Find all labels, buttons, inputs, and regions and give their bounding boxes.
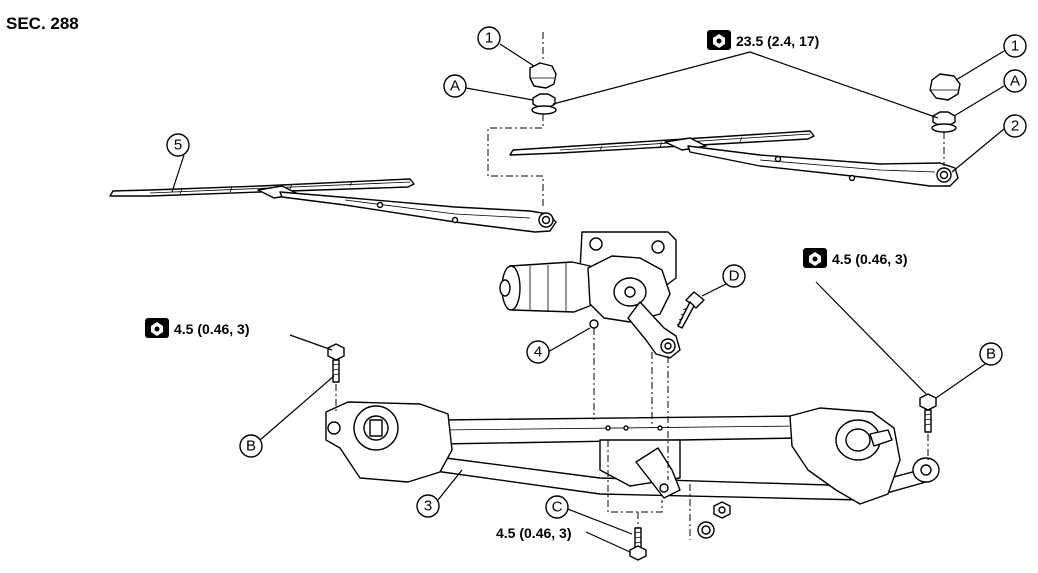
section-label: SEC. 288: [6, 14, 79, 33]
svg-text:A: A: [1010, 73, 1020, 90]
bolt-c: [629, 527, 647, 561]
pivot-cap-left: [529, 32, 557, 89]
svg-text:B: B: [986, 346, 996, 363]
callout-d: D: [722, 264, 746, 288]
callout-b-right: B: [979, 342, 1003, 366]
svg-text:3: 3: [424, 498, 432, 515]
callout-1-right: 1: [1003, 34, 1027, 58]
torque-wrench-icon: [145, 318, 169, 338]
callout-b-left: B: [239, 434, 263, 458]
wiper-arm-right: [509, 130, 959, 187]
torque-spec-bottom: 4.5 (0.46, 3): [496, 525, 572, 541]
torque-wrench-icon: [803, 248, 827, 268]
svg-text:5: 5: [174, 137, 182, 154]
svg-text:4.5 (0.46, 3): 4.5 (0.46, 3): [174, 321, 250, 337]
bolt-b-right: [919, 393, 937, 460]
bolt-d: [676, 291, 705, 329]
torque-wrench-icon: [707, 30, 731, 50]
callout-3: 3: [416, 494, 440, 518]
svg-text:B: B: [246, 438, 256, 455]
bolt-b-left: [327, 343, 345, 412]
svg-text:4: 4: [534, 344, 542, 361]
svg-text:C: C: [552, 499, 563, 516]
wiper-linkage: [325, 401, 940, 505]
wiper-motor: [499, 231, 681, 359]
svg-text:D: D: [729, 268, 740, 285]
torque-spec-top: 23.5 (2.4, 17): [707, 30, 819, 50]
svg-text:4.5 (0.46, 3): 4.5 (0.46, 3): [832, 251, 908, 267]
callout-2: 2: [1003, 114, 1027, 138]
callout-4: 4: [526, 340, 550, 364]
callout-c: C: [545, 495, 569, 519]
svg-text:1: 1: [1011, 38, 1019, 55]
callout-a-left: A: [443, 74, 467, 98]
svg-text:2: 2: [1011, 118, 1019, 135]
pivot-nut-left: [531, 93, 557, 115]
motor-nut: [697, 501, 731, 539]
svg-text:1: 1: [485, 30, 493, 47]
callout-1-left: 1: [477, 26, 501, 50]
torque-spec-right: 4.5 (0.46, 3): [803, 248, 908, 268]
wiper-arm-left: [109, 178, 557, 233]
torque-spec-left: 4.5 (0.46, 3): [145, 318, 250, 338]
callout-a-right: A: [1003, 69, 1027, 93]
svg-text:A: A: [450, 78, 460, 95]
pivot-cap-right: [929, 73, 961, 101]
callout-5: 5: [166, 133, 190, 157]
svg-text:4.5 (0.46, 3): 4.5 (0.46, 3): [496, 525, 572, 541]
svg-text:23.5 (2.4, 17): 23.5 (2.4, 17): [736, 33, 819, 49]
pivot-nut-right: [931, 111, 957, 166]
